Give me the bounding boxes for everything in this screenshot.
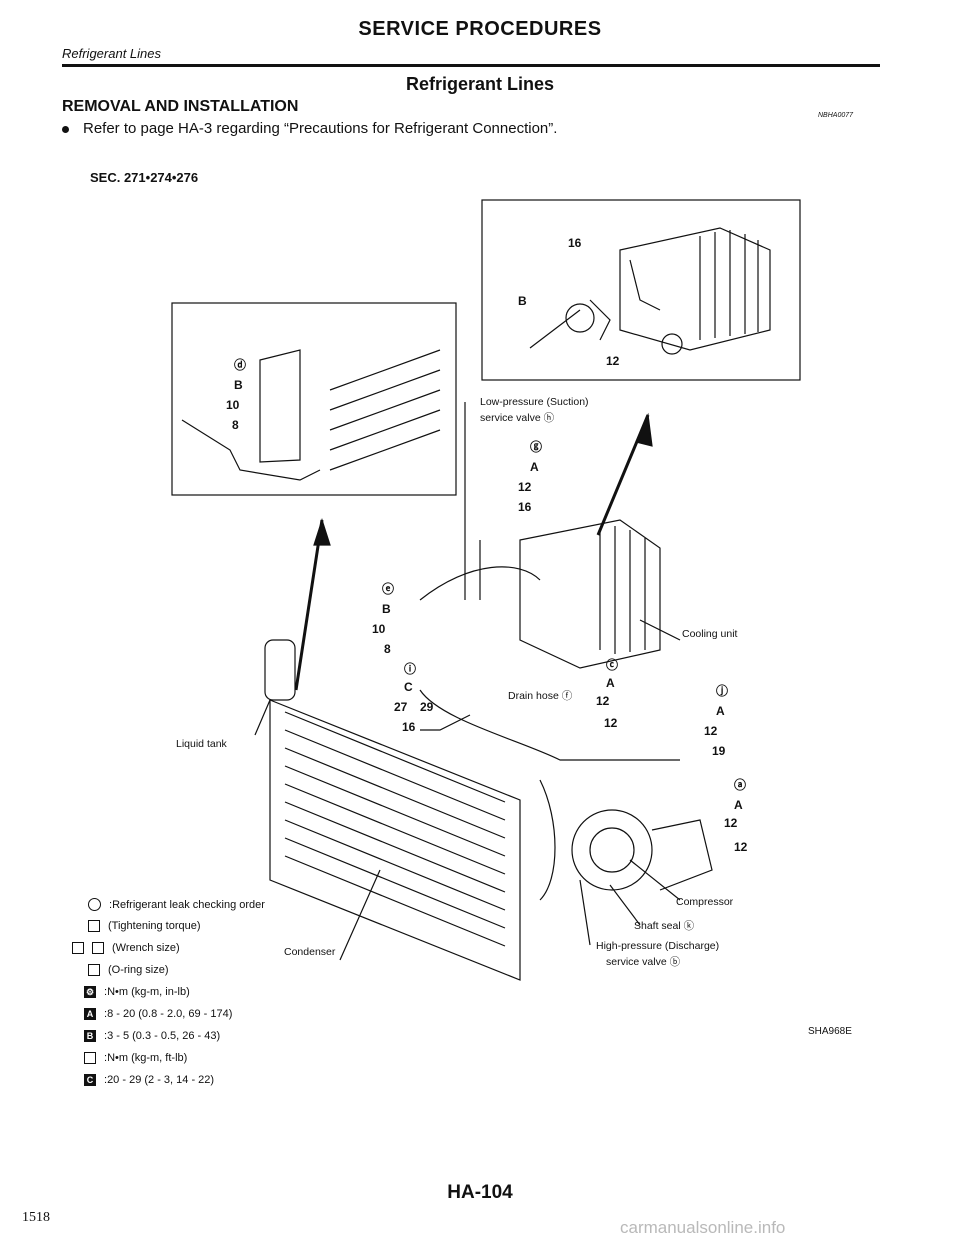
drain-hose-label: Drain hose ⓕ <box>508 690 573 702</box>
liquid-tank-label: Liquid tank <box>176 738 227 750</box>
legend-text: (O-ring size) <box>108 964 169 976</box>
mark-c: C <box>404 680 413 694</box>
mark-a: A <box>734 798 743 812</box>
mark-12: 12 <box>604 716 618 730</box>
mark-12: 12 <box>606 354 620 368</box>
mark-d: ⓓ <box>234 358 247 372</box>
mark-19: 19 <box>712 744 726 758</box>
mark-c-circle: ⓒ <box>606 658 619 672</box>
legend-text: N•m (kg-m, ft-lb) <box>107 1052 188 1064</box>
c-symbol-icon: C <box>84 1074 96 1086</box>
watermark: carmanualsonline.info <box>620 1218 786 1237</box>
page-number: HA-104 <box>447 1182 513 1203</box>
margin-number: 1518 <box>22 1210 50 1225</box>
condenser-label: Condenser <box>284 946 336 958</box>
bullet-item: Refer to page HA-3 regarding “Precaution… <box>62 120 557 137</box>
legend-text: 20 - 29 (2 - 3, 14 - 22) <box>107 1074 215 1086</box>
bullet-icon <box>62 125 69 133</box>
legend-text: (Tightening torque) <box>108 920 201 932</box>
low-pressure-label-1: Low-pressure (Suction) <box>480 396 589 408</box>
removal-heading: REMOVAL AND INSTALLATION <box>62 98 299 115</box>
section-code: SEC. 271•274•276 <box>90 170 199 185</box>
low-pressure-label-2: service valve ⓗ <box>480 412 555 424</box>
legend-c: C: 20 - 29 (2 - 3, 14 - 22) <box>84 1074 214 1086</box>
circle-icon <box>88 898 101 911</box>
inset-liquid-tank <box>171 302 457 496</box>
legend-wrench: (Wrench size) <box>72 942 180 954</box>
legend-b: B: 3 - 5 (0.3 - 0.5, 26 - 43) <box>84 1030 220 1042</box>
mark-g: ⓖ <box>530 440 543 454</box>
mark-e: ⓔ <box>382 582 395 596</box>
legend-unit-2: : N•m (kg-m, ft-lb) <box>84 1052 187 1064</box>
cooling-unit-label: Cooling unit <box>682 628 738 640</box>
legend-text: (Wrench size) <box>112 942 180 954</box>
torque-icon: ⚙ <box>84 986 96 998</box>
legend-text: Refrigerant leak checking order <box>112 898 265 911</box>
box-icon <box>88 920 100 932</box>
mark-a: A <box>716 704 725 718</box>
shaft-seal-label: Shaft seal ⓚ <box>634 920 695 932</box>
header-rule <box>62 64 880 67</box>
mark-i: ⓘ <box>404 662 417 676</box>
mark-b: B <box>518 294 527 308</box>
section-title: Refrigerant Lines <box>405 74 555 94</box>
mark-10: 10 <box>372 622 386 636</box>
legend-text: 3 - 5 (0.3 - 0.5, 26 - 43) <box>107 1030 221 1042</box>
mark-12: 12 <box>518 480 532 494</box>
inset-cooling-unit <box>481 199 801 381</box>
figure-id: SHA968E <box>808 1026 852 1037</box>
mark-a-circle: ⓐ <box>734 778 747 792</box>
high-pressure-label-1: High-pressure (Discharge) <box>596 940 720 952</box>
bullet-text: Refer to page HA-3 regarding “Precaution… <box>83 120 558 137</box>
legend-unit-1: ⚙: N•m (kg-m, in-lb) <box>84 986 190 998</box>
legend-text: N•m (kg-m, in-lb) <box>107 986 190 998</box>
b-symbol-icon: B <box>84 1030 96 1042</box>
mark-29: 29 <box>420 700 434 714</box>
mark-8: 8 <box>232 418 239 432</box>
legend-text: 8 - 20 (0.8 - 2.0, 69 - 174) <box>107 1008 233 1020</box>
mark-12: 12 <box>704 724 718 738</box>
mark-27: 27 <box>394 700 408 714</box>
mark-j: ⓙ <box>716 684 729 698</box>
a-symbol-icon: A <box>84 1008 96 1020</box>
legend-torque: (Tightening torque) <box>88 920 201 932</box>
box-icon <box>88 964 100 976</box>
mark-12: 12 <box>734 840 748 854</box>
mark-a: A <box>606 676 615 690</box>
mark-16: 16 <box>568 236 582 250</box>
legend-leak-order: : Refrigerant leak checking order <box>88 898 265 911</box>
mark-b: B <box>382 602 391 616</box>
torque-icon <box>84 1052 96 1064</box>
doc-id: NBHA0077 <box>818 112 854 119</box>
page-header-title: SERVICE PROCEDURES <box>358 18 602 40</box>
mark-10: 10 <box>226 398 240 412</box>
mark-12: 12 <box>724 816 738 830</box>
compressor-label: Compressor <box>676 896 734 908</box>
page-header-subtitle: Refrigerant Lines <box>62 46 161 61</box>
mark-12: 12 <box>596 694 610 708</box>
box-icon <box>92 942 104 954</box>
mark-b: B <box>234 378 243 392</box>
mark-8: 8 <box>384 642 391 656</box>
box-icon <box>72 942 84 954</box>
mark-16: 16 <box>402 720 416 734</box>
mark-a: A <box>530 460 539 474</box>
mark-16: 16 <box>518 500 532 514</box>
legend-a: A: 8 - 20 (0.8 - 2.0, 69 - 174) <box>84 1008 232 1020</box>
high-pressure-label-2: service valve ⓑ <box>606 956 681 968</box>
legend-oring: (O-ring size) <box>88 964 169 976</box>
